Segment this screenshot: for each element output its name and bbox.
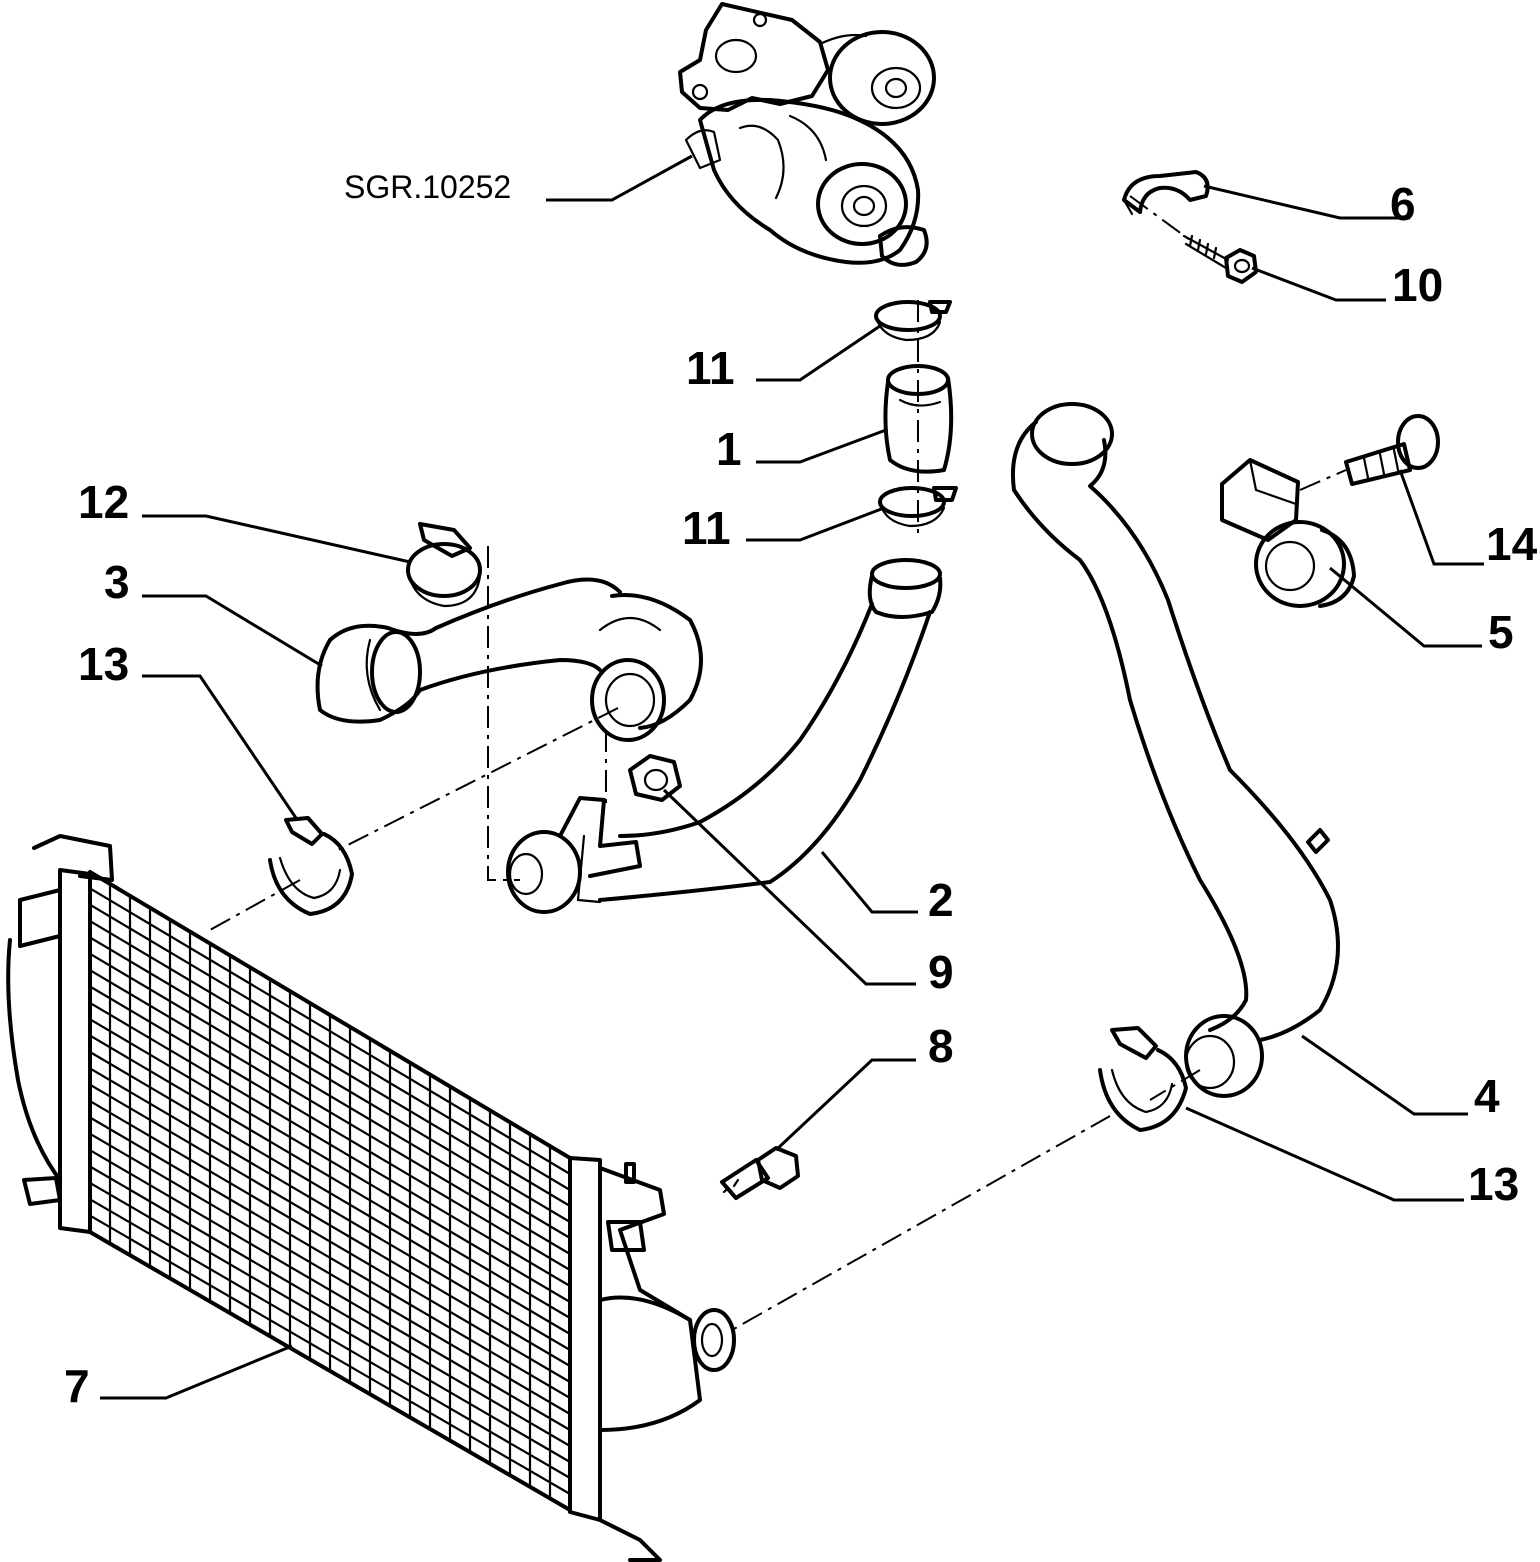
callout-13-right: 13 [1468,1158,1519,1210]
callout-7: 7 [64,1360,90,1412]
callout-1: 1 [716,423,742,475]
bolt-14 [1344,414,1440,486]
leader-lines [100,154,1484,1400]
clip-6 [1122,170,1210,216]
hose-4 [1011,402,1340,1098]
clamp-11-lower [878,486,958,528]
hose-2 [506,558,943,914]
hose-3 [315,577,703,742]
assembly-lines [209,195,1347,1331]
callout-11-upper: 11 [686,342,735,394]
callout-13-left: 13 [78,638,129,690]
callout-5: 5 [1488,606,1514,658]
callout-2: 2 [928,874,954,926]
callout-10: 10 [1392,259,1443,311]
turbocharger [678,2,936,267]
callout-4: 4 [1474,1070,1500,1122]
callout-8: 8 [928,1020,954,1072]
reference-label-sgr: SGR.10252 [344,169,511,205]
clamp-13-right [1098,1026,1188,1132]
clamp-11-upper [874,300,952,342]
callout-6: 6 [1390,178,1416,230]
bracket-5 [1220,458,1356,608]
callout-9: 9 [928,946,954,998]
labels: SGR.10252 6 10 11 1 11 12 3 13 14 5 2 9 … [64,169,1538,1412]
nut-9 [628,754,682,802]
clamp-13-left [268,816,354,916]
screw-10 [1182,234,1258,284]
callout-11-lower: 11 [682,502,731,554]
callout-12: 12 [78,476,129,528]
callout-14: 14 [1486,518,1538,570]
intercooler-7 [6,834,736,1562]
clamp-12 [406,522,482,608]
sensor-8 [720,1146,800,1200]
callout-3: 3 [104,556,130,608]
